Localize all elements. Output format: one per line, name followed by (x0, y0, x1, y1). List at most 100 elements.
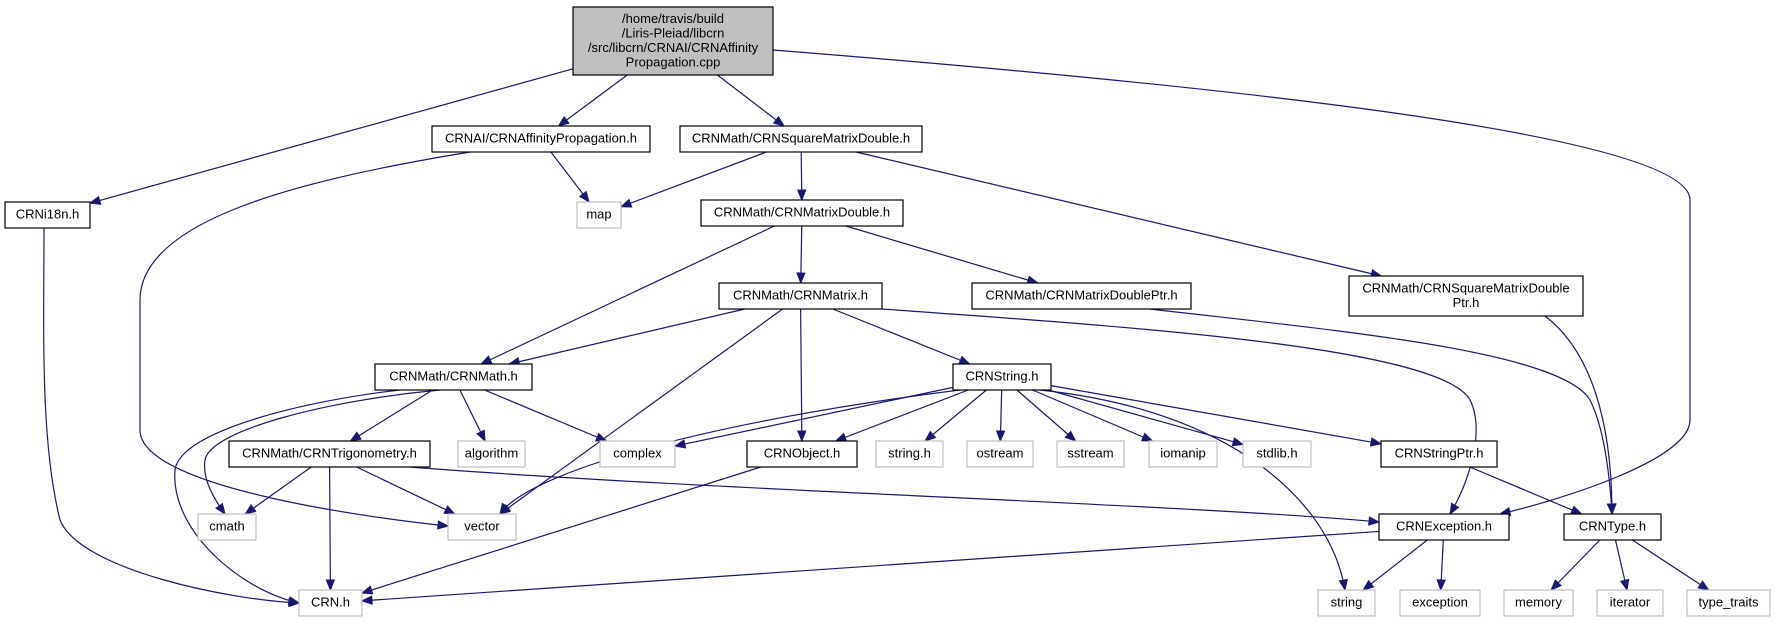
edge-main-to-ap_h (557, 74, 628, 127)
node-crnstring-label-line-0: CRNString.h (966, 369, 1039, 384)
node-matdblptr-label-line-0: CRNMath/CRNMatrixDoublePtr.h (985, 288, 1177, 303)
node-matrix-label-line-0: CRNMath/CRNMatrix.h (733, 288, 868, 303)
node-map: map (576, 201, 622, 229)
edge-ap_h-to-map (550, 151, 590, 204)
node-memory-label-line-0: memory (1515, 595, 1562, 610)
node-ap_h[interactable]: CRNAI/CRNAffinityPropagation.h (431, 125, 651, 153)
edge-ap_h-to-vector (139, 151, 471, 530)
edge-trig-to-cmath (244, 466, 312, 515)
node-vector-label-line-0: vector (464, 519, 500, 534)
edge-matrix-to-crnstring (832, 308, 971, 365)
node-iterator-label-line-0: iterator (1610, 595, 1651, 610)
node-complex: complex (599, 440, 676, 468)
edge-main-to-i18n (88, 68, 574, 205)
edge-crnstring-to-sstream (1016, 389, 1077, 442)
edge-crnstring-to-iomanip (1032, 389, 1154, 442)
node-type_traits-label-line-0: type_traits (1699, 595, 1759, 610)
edge-crntype-to-memory (1550, 539, 1601, 591)
node-crn_h: CRN.h (298, 589, 363, 617)
node-crnstring[interactable]: CRNString.h (952, 363, 1052, 391)
node-ap_h-label-line-0: CRNAI/CRNAffinityPropagation.h (445, 131, 637, 146)
node-crntype-label-line-0: CRNType.h (1579, 519, 1646, 534)
edge-crnmath-to-trig (349, 389, 433, 442)
node-cmath-label-line-0: cmath (209, 519, 244, 534)
edge-main-to-sqmat (717, 74, 786, 127)
edge-trig-to-exception_h (409, 466, 1381, 526)
node-crnobject[interactable]: CRNObject.h (746, 440, 858, 468)
node-main-label-line-3: Propagation.cpp (626, 54, 721, 69)
edges-layer (43, 49, 1710, 608)
node-string: string (1317, 589, 1376, 617)
node-stringh: string.h (875, 440, 944, 468)
edge-trig-to-vector (356, 466, 457, 515)
node-crntype[interactable]: CRNType.h (1563, 513, 1662, 541)
edge-crnstring-to-stringptr (1050, 385, 1383, 447)
node-vector: vector (447, 513, 517, 541)
edge-exception_h-to-crn_h (360, 530, 1380, 605)
node-stringptr-label-line-0: CRNStringPtr.h (1395, 446, 1484, 461)
node-string-label-line-0: string (1331, 595, 1363, 610)
node-main-label-line-1: /Liris-Pleiad/libcrn (622, 25, 725, 40)
edge-matrix-to-crnobject (797, 308, 807, 443)
node-exception: exception (1399, 589, 1481, 617)
edge-sqmat-to-map (619, 151, 767, 208)
edge-crnmath-to-crn_h (174, 389, 401, 606)
node-i18n-label-line-0: CRNi18n.h (16, 207, 80, 222)
edge-exception_h-to-string (1362, 539, 1428, 591)
node-ostream: ostream (966, 440, 1034, 468)
node-exception-label-line-0: exception (1412, 595, 1468, 610)
edge-matrix-to-crnmath (507, 308, 745, 367)
edge-sqmat-to-sqmatptr (855, 151, 1383, 279)
edge-crnstring-to-ostream (995, 389, 1006, 443)
node-crn_h-label-line-0: CRN.h (311, 595, 350, 610)
node-matdblptr[interactable]: CRNMath/CRNMatrixDoublePtr.h (971, 282, 1192, 310)
edge-matdblptr-to-crntype (1149, 308, 1617, 516)
edge-crnstring-to-string (1039, 389, 1348, 592)
edge-trig-to-crn_h (325, 466, 336, 592)
node-algorithm: algorithm (457, 440, 526, 468)
node-sqmat-label-line-0: CRNMath/CRNSquareMatrixDouble.h (692, 131, 910, 146)
node-trig[interactable]: CRNMath/CRNTrigonometry.h (228, 440, 431, 468)
edge-exception_h-to-exception (1436, 539, 1446, 592)
edge-crnmath-to-algorithm (459, 389, 486, 443)
node-iomanip-label-line-0: iomanip (1160, 446, 1206, 461)
node-crnmath[interactable]: CRNMath/CRNMath.h (374, 363, 533, 391)
edge-crntype-to-type_traits (1632, 539, 1710, 591)
node-main[interactable]: /home/travis/build/Liris-Pleiad/libcrn/s… (572, 6, 774, 76)
node-stdlib: stdlib.h (1242, 440, 1312, 468)
node-main-label-line-0: /home/travis/build (622, 11, 724, 26)
edge-matdbl-to-matdblptr (845, 225, 1040, 285)
node-trig-label-line-0: CRNMath/CRNTrigonometry.h (242, 446, 417, 461)
node-type_traits: type_traits (1686, 589, 1771, 617)
node-exception_h[interactable]: CRNException.h (1378, 513, 1510, 541)
node-map-label-line-0: map (586, 207, 611, 222)
node-matdbl-label-line-0: CRNMath/CRNMatrixDouble.h (714, 205, 890, 220)
node-crnobject-label-line-0: CRNObject.h (764, 446, 841, 461)
edge-matdbl-to-matrix (796, 225, 806, 285)
edge-sqmatptr-to-crntype (1544, 315, 1617, 516)
node-algorithm-label-line-0: algorithm (465, 446, 518, 461)
node-matdbl[interactable]: CRNMath/CRNMatrixDouble.h (700, 199, 904, 227)
node-stdlib-label-line-0: stdlib.h (1256, 446, 1297, 461)
edge-crnobject-to-crn_h (360, 466, 762, 595)
node-memory: memory (1503, 589, 1574, 617)
node-sqmat[interactable]: CRNMath/CRNSquareMatrixDouble.h (679, 125, 923, 153)
edge-matrix-to-exception_h (881, 308, 1477, 516)
node-iomanip: iomanip (1148, 440, 1218, 468)
edge-crntype-to-iterator (1614, 539, 1630, 592)
node-matrix[interactable]: CRNMath/CRNMatrix.h (718, 282, 883, 310)
edge-crnmath-to-complex (484, 389, 608, 442)
node-sstream: sstream (1056, 440, 1125, 468)
edge-crnstring-to-stringh (924, 389, 987, 442)
nodes-layer: /home/travis/build/Liris-Pleiad/libcrn/s… (4, 6, 1771, 617)
node-complex-label-line-0: complex (613, 446, 662, 461)
node-stringptr[interactable]: CRNStringPtr.h (1380, 440, 1498, 468)
node-crnmath-label-line-0: CRNMath/CRNMath.h (389, 369, 518, 384)
node-sqmatptr-label-line-1: Ptr.h (1453, 295, 1480, 310)
node-cmath: cmath (197, 513, 257, 541)
node-sstream-label-line-0: sstream (1067, 446, 1113, 461)
node-main-label-line-2: /src/libcrn/CRNAI/CRNAffinity (588, 40, 759, 55)
node-i18n[interactable]: CRNi18n.h (4, 201, 91, 229)
